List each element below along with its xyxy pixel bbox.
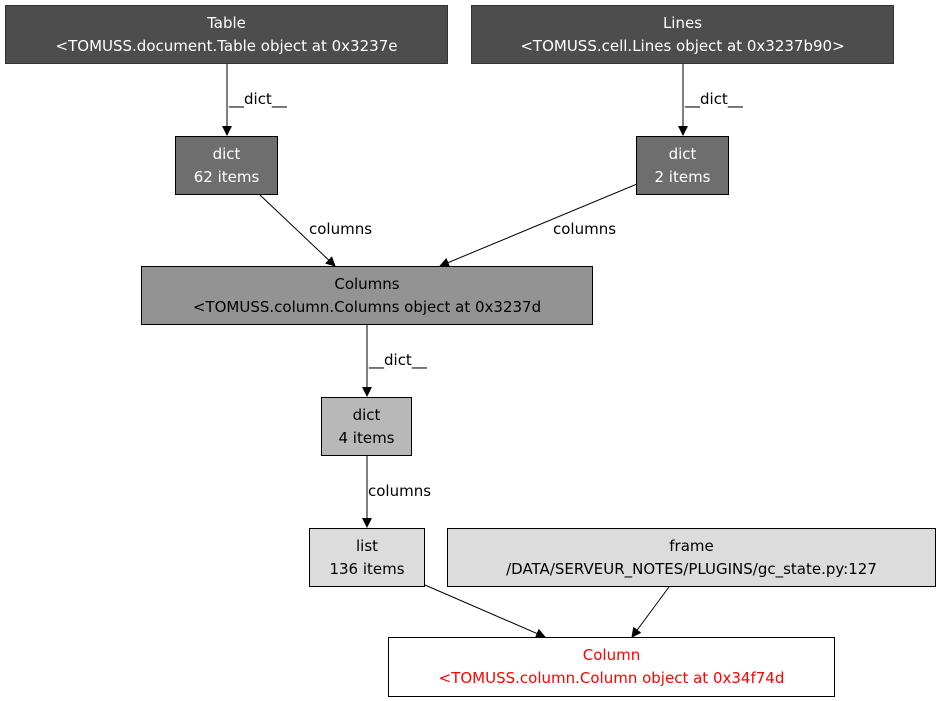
node-column: Column <TOMUSS.column.Column object at 0… xyxy=(388,637,835,697)
edge-label-dict62-columns: columns xyxy=(309,220,373,238)
node-frame-title: frame xyxy=(669,536,714,555)
node-dict-4: dict 4 items xyxy=(321,397,412,456)
edge-label-table-dict62: __dict__ xyxy=(229,90,287,108)
edge-list136-column xyxy=(424,584,546,639)
node-dict-62: dict 62 items xyxy=(175,136,278,195)
edge-frame-column xyxy=(631,586,670,638)
node-list-136-title: list xyxy=(355,536,379,555)
node-dict-2-detail: 2 items xyxy=(654,167,711,186)
node-list-136-detail: 136 items xyxy=(329,559,405,578)
node-frame: frame /DATA/SERVEUR_NOTES/PLUGINS/gc_sta… xyxy=(447,528,936,587)
node-dict-4-title: dict xyxy=(352,405,381,424)
node-lines: Lines <TOMUSS.cell.Lines object at 0x323… xyxy=(471,5,894,64)
edge-label-lines-dict2: __dict__ xyxy=(685,90,743,108)
node-columns: Columns <TOMUSS.column.Columns object at… xyxy=(141,266,593,325)
node-column-title: Column xyxy=(582,646,641,664)
edge-label-dict4-list136: columns xyxy=(368,482,432,500)
node-dict-2: dict 2 items xyxy=(636,136,729,195)
node-columns-title: Columns xyxy=(334,274,400,293)
edge-dict2-columns xyxy=(439,183,638,268)
node-lines-detail: <TOMUSS.cell.Lines object at 0x3237b90> xyxy=(520,36,845,55)
edge-label-dict2-columns: columns xyxy=(553,220,617,238)
node-lines-title: Lines xyxy=(662,13,703,32)
node-dict-4-detail: 4 items xyxy=(338,428,395,447)
node-dict-2-title: dict xyxy=(668,144,697,163)
node-dict-62-detail: 62 items xyxy=(193,167,260,186)
node-table: Table <TOMUSS.document.Table object at 0… xyxy=(5,5,448,64)
node-table-detail: <TOMUSS.document.Table object at 0x3237e xyxy=(55,36,398,55)
node-table-title: Table xyxy=(207,13,246,32)
edge-label-columns-dict4: __dict__ xyxy=(369,351,427,369)
edge-dict62-columns xyxy=(259,194,336,267)
node-list-136: list 136 items xyxy=(309,528,425,587)
node-dict-62-title: dict xyxy=(212,144,241,163)
node-columns-detail: <TOMUSS.column.Columns object at 0x3237d xyxy=(192,297,542,316)
node-frame-detail: /DATA/SERVEUR_NOTES/PLUGINS/gc_state.py:… xyxy=(506,559,877,578)
node-column-detail: <TOMUSS.column.Column object at 0x34f74d xyxy=(438,669,785,687)
